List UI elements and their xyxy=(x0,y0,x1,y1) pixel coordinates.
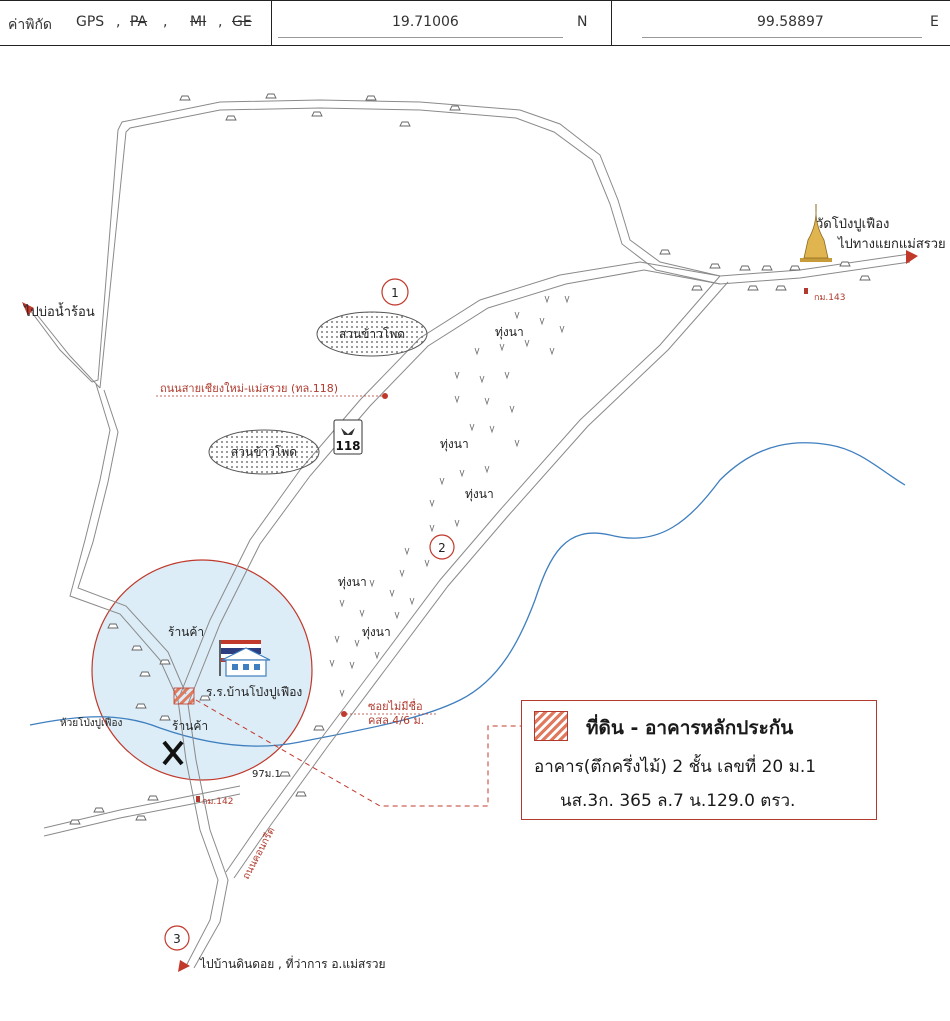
latitude-direction: N xyxy=(577,14,588,30)
shop-2-label: ร้านค้า xyxy=(172,719,208,733)
system-gps: GPS xyxy=(76,14,105,30)
route-marker-1 xyxy=(381,278,409,306)
house-icons xyxy=(69,93,871,825)
latitude-value: 19.71006 xyxy=(392,14,459,30)
longitude-value: 99.58897 xyxy=(757,14,824,30)
location-map: สวนข้าวโพด สวนข้าวโพด วัดโป่งปู xyxy=(22,93,946,972)
main-road-marker xyxy=(382,393,388,399)
corn-field-2 xyxy=(208,429,320,475)
route-marker-2 xyxy=(429,534,455,560)
corn-field-2-label: สวนข้าวโพด xyxy=(231,445,297,459)
km-143-marker xyxy=(804,288,808,294)
system-mi: MI xyxy=(190,14,207,30)
km-142-marker xyxy=(196,796,200,802)
temple-icon xyxy=(800,204,832,262)
rice-field-label-4: ทุ่งนา xyxy=(338,575,367,590)
hot-spring-label: ไปบ่อน้ำร้อน xyxy=(23,302,95,320)
highway-118-shield xyxy=(333,419,363,455)
collateral-land-marker xyxy=(173,687,195,705)
legend-deed: นส.3ก. 365 ล.7 น.129.0 ตรว. xyxy=(560,791,796,811)
to-village-label: ไปบ้านดินดอย , ที่ว่าการ อ.แม่สรวย xyxy=(199,955,386,971)
km-142-label: กม.142 xyxy=(202,797,233,807)
rice-field-label-5: ทุ่งนา xyxy=(362,625,391,640)
alley-width-label: คสล.4/6 ม. xyxy=(368,714,424,727)
route-marker-3-label: 3 xyxy=(173,932,181,946)
km-143-label: กม.143 xyxy=(814,293,845,303)
rice-field-label-3: ทุ่งนา xyxy=(465,487,494,502)
temple-label: วัดโป่งปูเฟือง xyxy=(816,216,889,232)
creek-label: ห้วยโป่งปูเฟือง xyxy=(60,716,123,729)
shop-1-label: ร้านค้า xyxy=(168,625,204,639)
house-number-label: 97ม.1 xyxy=(252,769,281,780)
latitude-cell: 19.71006 N xyxy=(272,1,612,45)
alley-name-label: ซอยไม่มีชื่อ xyxy=(368,698,423,713)
system-pa: PA xyxy=(130,14,148,30)
route-marker-1-label: 1 xyxy=(391,286,399,300)
collateral-legend: ที่ดิน - อาคารหลักประกัน อาคาร(ตึกครึ่งไ… xyxy=(521,700,877,820)
school-icon xyxy=(219,640,271,677)
alley-marker xyxy=(341,711,347,717)
collateral-swatch xyxy=(534,711,568,741)
main-road-label: ถนนสายเชียงใหม่-แม่สรวย (ทล.118) xyxy=(160,382,338,395)
bridge-icon xyxy=(162,740,184,766)
route-marker-2-label: 2 xyxy=(438,541,446,555)
longitude-direction: E xyxy=(930,14,939,30)
corn-field-1-label: สวนข้าวโพด xyxy=(339,327,405,341)
concrete-road-label: ถนนคอนกรีต xyxy=(240,825,277,881)
route-marker-3 xyxy=(164,925,190,951)
river-main xyxy=(29,442,906,747)
rice-field-label-2: ทุ่งนา xyxy=(440,437,469,452)
coord-label: ค่าพิกัด xyxy=(8,17,53,33)
longitude-cell: 99.58897 E xyxy=(612,1,950,45)
legend-building: อาคาร(ตึกครึ่งไม้) 2 ชั้น เลขที่ 20 ม.1 xyxy=(534,757,817,777)
to-junction-label: ไปทางแยกแม่สรวย xyxy=(837,236,946,252)
rice-field-marks xyxy=(329,295,570,698)
rice-field-label-1: ทุ่งนา xyxy=(495,325,524,340)
legend-title: ที่ดิน - อาคารหลักประกัน xyxy=(586,717,794,739)
school-label: ร.ร.บ้านโป่งปูเฟือง xyxy=(206,685,302,700)
coord-system-cell: ค่าพิกัด GPS , PA , MI , GE xyxy=(0,1,272,45)
coordinate-header: ค่าพิกัด GPS , PA , MI , GE 19.71006 N 9… xyxy=(0,0,950,46)
system-ge: GE xyxy=(232,14,252,30)
corn-field-1 xyxy=(316,311,428,357)
highway-118-number: 118 xyxy=(335,439,360,453)
